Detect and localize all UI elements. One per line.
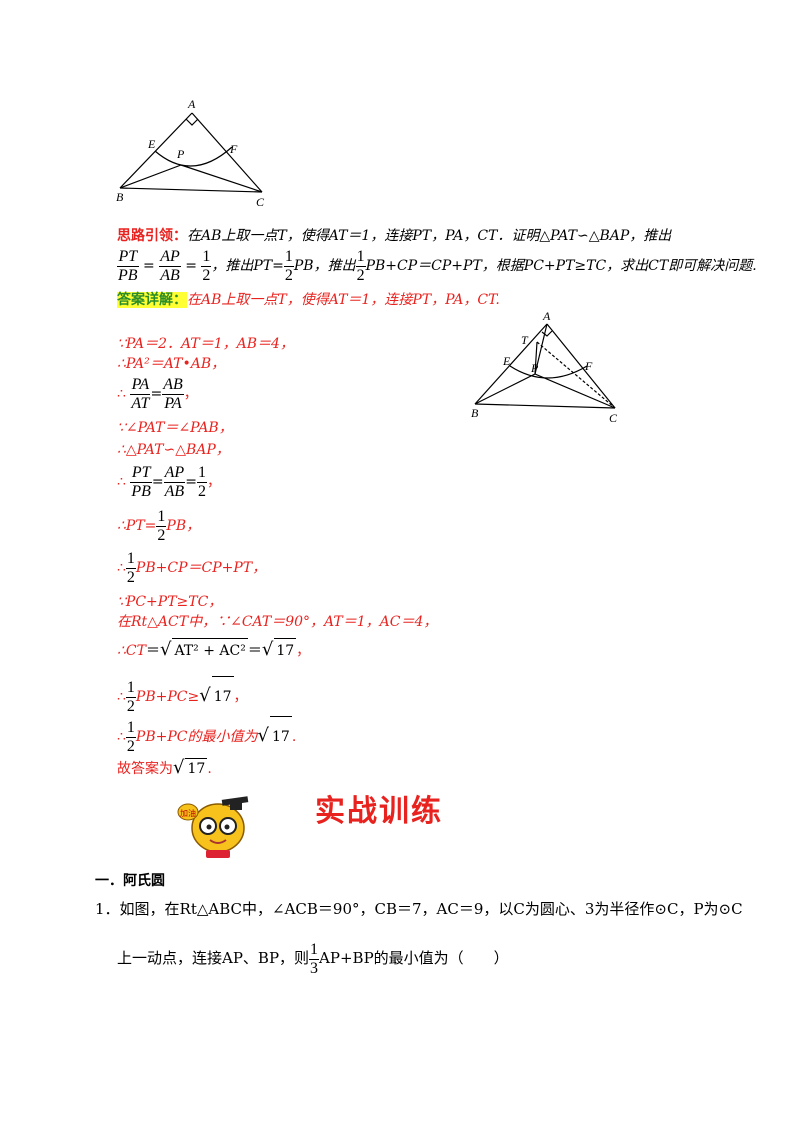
step-4: ∵∠PAT＝∠PAB， [117,420,233,436]
banner-title: 实战训练 [315,794,443,829]
label-F: F [229,142,238,156]
answer-line: 答案详解：在AB上取一点T，使得AT＝1，连接PT，PA，CT. [117,290,500,310]
step-14: 故答案为√17. [117,757,212,779]
hint-text-2a: ，推出PT= [211,258,284,274]
hint-line-1: 思路引领：在AB上取一点T，使得AT＝1，连接PT，PA，CT．证明△PAT∽△… [117,226,671,246]
step-10: 在Rt△ACT中，∵∠CAT＝90°，AT＝1，AC＝4， [117,614,438,630]
hint-text-1: 在AB上取一点T，使得AT＝1，连接PT，PA，CT．证明△PAT∽△BAP，推… [187,228,672,244]
hint-label: 思路引领： [117,228,187,244]
sqrt-17-a: 17 [274,638,297,663]
label-C: C [256,195,265,209]
step-9: ∵PC+PT≥TC， [117,594,223,610]
fig2-label-C: C [609,411,618,425]
fig2-label-A: A [542,310,551,323]
step-2: ∴PA²＝AT•AB， [117,356,226,372]
mascot-icon: 加油 [177,796,249,858]
problem-1-line-1: 1．如图，在Rt△ABC中，∠ACB＝90°，CB＝7，AC＝9，以C为圆心、3… [95,900,743,918]
label-A: A [187,97,196,111]
sqrt-at-ac: AT² + AC² [172,638,248,663]
sqrt-17-c: 17 [269,716,292,757]
fig2-label-B: B [471,406,479,420]
label-E: E [147,137,156,151]
step-5: ∴△PAT∽△BAP， [117,442,230,458]
fig2-label-E: E [502,354,511,368]
sqrt-17-d: 17 [185,758,208,779]
mascot-text: 加油 [180,808,196,818]
section-heading: 一．阿氏圆 [95,873,165,889]
label-B: B [116,190,124,204]
label-P: P [176,147,185,161]
figure-2-triangle: A T E P F B C [471,310,618,425]
figure-1-triangle: A E P F B C [116,97,265,209]
answer-intro: 在AB上取一点T，使得AT＝1，连接PT，PA，CT. [187,292,500,308]
fig2-label-P: P [530,361,539,375]
answer-label: 答案详解： [117,292,187,308]
step-1: ∵PA＝2．AT＝1，AB＝4， [117,336,294,352]
fig2-label-F: F [584,359,593,373]
fig2-label-T: T [521,333,529,347]
hint-text-2b: PB，推出 [293,258,356,274]
hint-text-2c: PB+CP＝CP+PT，根据PC+PT≥TC，求出CT即可解决问题. [365,258,757,274]
sqrt-17-b: 17 [211,676,234,717]
step-11: ∴CT＝√AT² + AC²＝√17， [117,638,310,663]
